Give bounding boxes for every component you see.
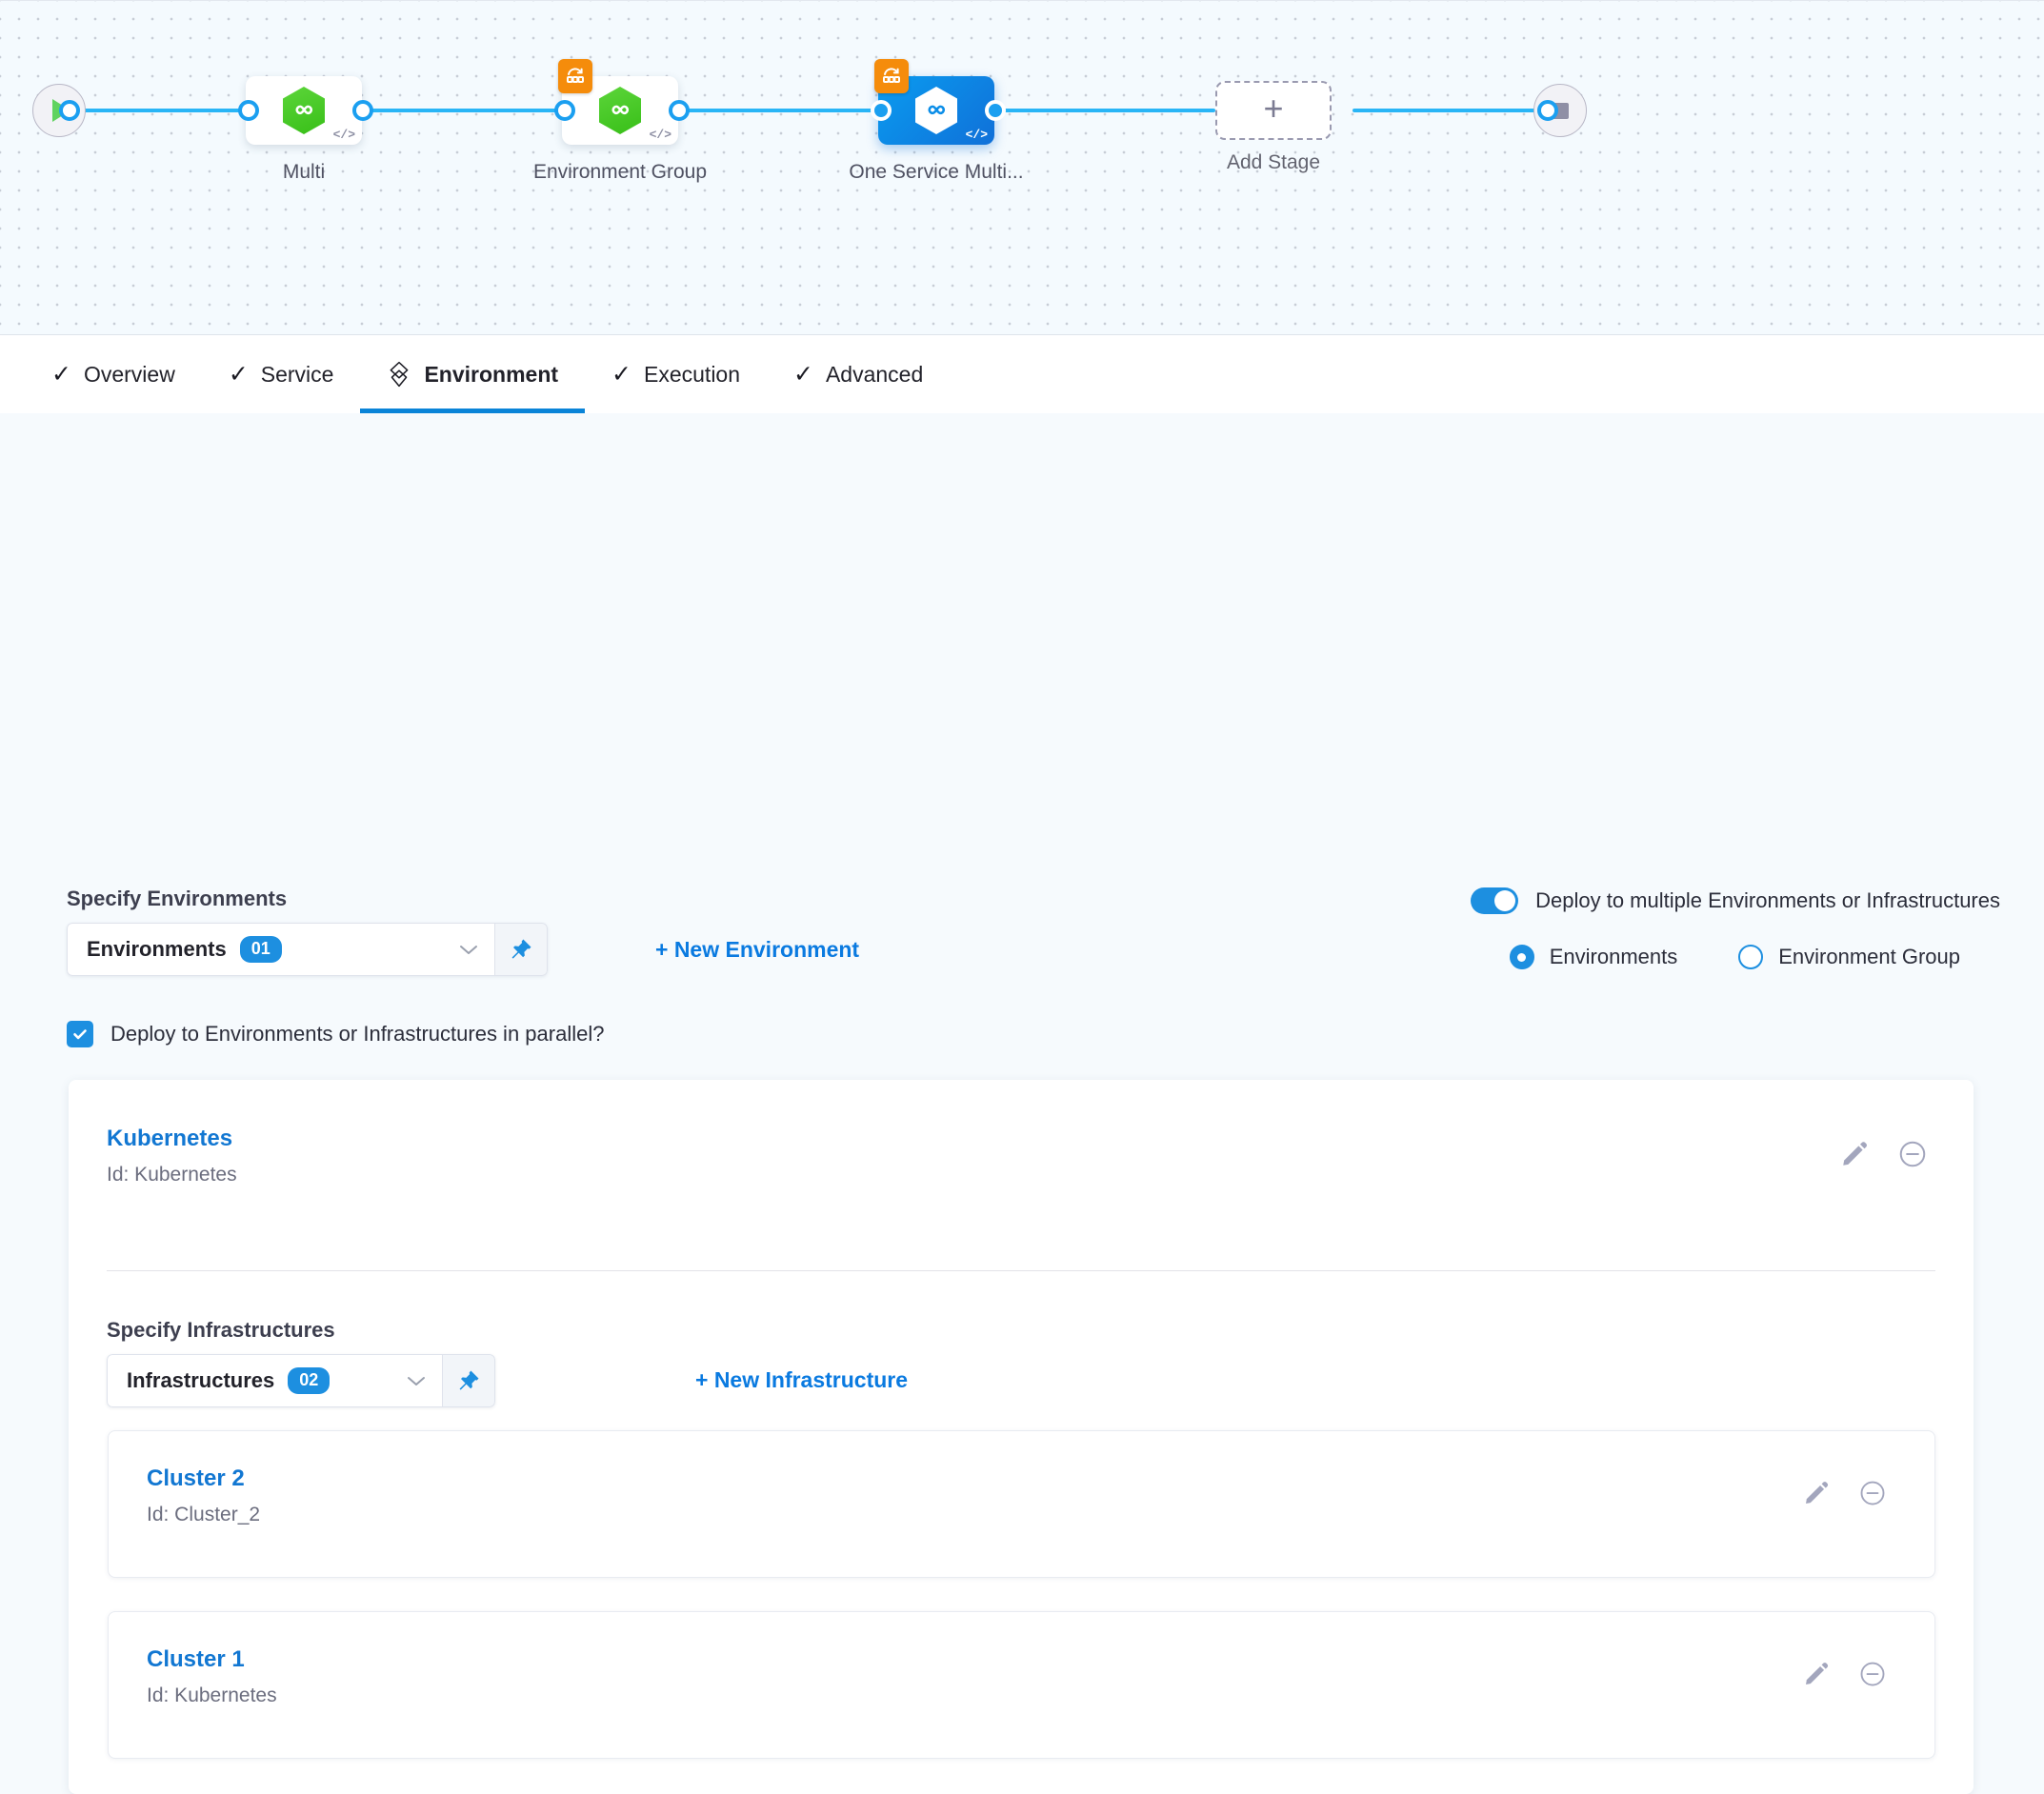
- port-start-out[interactable]: [59, 100, 80, 121]
- check-icon: ✓: [228, 360, 249, 388]
- connector-multi-to-envgroup: [362, 109, 573, 112]
- radio-label: Environments: [1549, 945, 1678, 968]
- add-stage-button[interactable]: +: [1215, 81, 1332, 140]
- radio-environment-group[interactable]: Environment Group: [1738, 945, 1960, 969]
- environments-select[interactable]: Environments 01: [67, 923, 548, 976]
- environment-id-text: Id: Kubernetes: [107, 1164, 237, 1186]
- deploy-multiple-toggle-row[interactable]: Deploy to multiple Environments or Infra…: [1471, 887, 2000, 914]
- port-envgroup-out[interactable]: [669, 100, 690, 121]
- harness-service-hex-icon: [915, 87, 957, 134]
- environments-count-badge: 01: [239, 936, 282, 963]
- environments-select-box[interactable]: Environments 01: [67, 923, 494, 976]
- add-stage-label: Add Stage: [1226, 151, 1321, 173]
- new-infrastructure-link[interactable]: + New Infrastructure: [695, 1367, 909, 1392]
- port-end-in[interactable]: [1537, 100, 1558, 121]
- deploy-multiple-toggle[interactable]: [1471, 887, 1519, 914]
- stage-label-environment-group: Environment Group: [532, 161, 708, 183]
- tab-label: Overview: [83, 361, 175, 387]
- infrastructures-select[interactable]: Infrastructures 02: [107, 1354, 495, 1407]
- check-icon: ✓: [51, 360, 71, 388]
- infrastructure-row-actions: [1803, 1479, 1887, 1507]
- infrastructure-id-text: Id: Cluster_2: [147, 1504, 261, 1525]
- environment-card-header: Kubernetes Id: Kubernetes: [69, 1080, 1974, 1186]
- parallel-deploy-checkbox-label: Deploy to Environments or Infrastructure…: [110, 1022, 605, 1046]
- infrastructure-card-cluster-1: Cluster 1 Id: Kubernetes: [108, 1611, 1935, 1759]
- matrix-looping-strategy-icon[interactable]: [558, 59, 592, 93]
- stage-code-icon[interactable]: </>: [332, 128, 355, 142]
- tab-label: Service: [260, 361, 334, 387]
- stage-node-multi[interactable]: </>: [246, 76, 362, 145]
- radio-label: Environment Group: [1778, 945, 1960, 968]
- harness-service-hex-icon: [599, 87, 641, 134]
- parallel-deploy-checkbox-row[interactable]: Deploy to Environments or Infrastructure…: [67, 1021, 604, 1047]
- stage-code-icon[interactable]: </>: [965, 128, 988, 142]
- tab-environment[interactable]: Environment: [360, 335, 585, 413]
- environment-card-divider: [107, 1270, 1935, 1271]
- stage-config-tabs: ✓ Overview ✓ Service Environment ✓ Execu…: [0, 335, 2044, 413]
- connector-start-to-multi: [69, 109, 259, 112]
- port-oneservice-out[interactable]: [985, 100, 1006, 121]
- chevron-down-icon[interactable]: [441, 943, 479, 956]
- harness-service-hex-icon: [283, 87, 325, 134]
- infrastructures-select-value: Infrastructures: [127, 1368, 275, 1392]
- chevron-down-icon[interactable]: [389, 1374, 427, 1387]
- tab-label: Environment: [424, 361, 559, 387]
- infrastructure-row-actions: [1803, 1660, 1887, 1688]
- new-environment-link[interactable]: + New Environment: [655, 937, 860, 962]
- environment-panel: Specify Environments Environments 01 + N…: [0, 413, 2044, 1794]
- environment-name-link[interactable]: Kubernetes: [107, 1126, 233, 1151]
- stage-node-environment-group[interactable]: </>: [558, 59, 678, 145]
- tab-label: Advanced: [825, 361, 924, 387]
- layers-icon: [387, 361, 411, 388]
- minus-circle-icon[interactable]: [1858, 1660, 1887, 1688]
- infrastructure-card-body: Cluster 1 Id: Kubernetes: [109, 1612, 1934, 1707]
- check-icon: ✓: [793, 360, 813, 388]
- environments-select-value: Environments: [87, 937, 227, 961]
- infrastructure-card-cluster-2: Cluster 2 Id: Cluster_2: [108, 1430, 1935, 1578]
- pipeline-canvas[interactable]: </> Multi </> Environment Group: [0, 0, 2044, 335]
- port-envgroup-in[interactable]: [554, 100, 575, 121]
- environment-type-radio-group: Environments Environment Group: [1509, 945, 1960, 969]
- specify-environments-label: Specify Environments: [67, 887, 288, 910]
- specify-infrastructures-label: Specify Infrastructures: [107, 1318, 335, 1342]
- tab-label: Execution: [644, 361, 741, 387]
- stage-code-icon[interactable]: </>: [649, 128, 671, 142]
- infrastructure-name-link[interactable]: Cluster 2: [147, 1465, 245, 1491]
- radio-environments[interactable]: Environments: [1509, 945, 1678, 969]
- minus-circle-icon[interactable]: [1897, 1139, 1928, 1169]
- pencil-icon[interactable]: [1840, 1140, 1869, 1168]
- port-oneservice-in[interactable]: [871, 100, 892, 121]
- pencil-icon[interactable]: [1803, 1661, 1830, 1687]
- checkbox-checked-icon[interactable]: [67, 1021, 93, 1047]
- environment-row-actions: [1840, 1139, 1928, 1169]
- infrastructures-pin-button[interactable]: [442, 1354, 495, 1407]
- infrastructures-count-badge: 02: [288, 1367, 331, 1394]
- stage-label-multi: Multi: [282, 161, 326, 183]
- connector-addstage-to-end: [1353, 109, 1553, 112]
- port-multi-out[interactable]: [352, 100, 373, 121]
- deploy-multiple-toggle-label: Deploy to multiple Environments or Infra…: [1535, 888, 2000, 912]
- tab-overview[interactable]: ✓ Overview: [25, 335, 202, 413]
- environments-pin-button[interactable]: [494, 923, 548, 976]
- toggle-knob: [1494, 890, 1516, 911]
- stage-label-one-service-multi: One Service Multi...: [849, 161, 1024, 183]
- connector-oneservice-to-addstage: [994, 109, 1215, 112]
- infrastructures-select-box[interactable]: Infrastructures 02: [107, 1354, 442, 1407]
- infrastructure-card-body: Cluster 2 Id: Cluster_2: [109, 1431, 1934, 1526]
- radio-dot-icon: [1509, 945, 1534, 969]
- infrastructure-name-link[interactable]: Cluster 1: [147, 1646, 245, 1672]
- port-multi-in[interactable]: [238, 100, 259, 121]
- radio-dot-icon: [1738, 945, 1764, 969]
- stage-node-one-service-multi[interactable]: </>: [874, 59, 994, 145]
- tab-execution[interactable]: ✓ Execution: [585, 335, 767, 413]
- plus-icon: +: [1263, 89, 1284, 128]
- check-icon: ✓: [611, 360, 631, 388]
- connector-envgroup-to-oneservice: [678, 109, 890, 112]
- tab-service[interactable]: ✓ Service: [202, 335, 361, 413]
- tab-advanced[interactable]: ✓ Advanced: [767, 335, 950, 413]
- matrix-looping-strategy-icon[interactable]: [874, 59, 909, 93]
- infrastructure-id-text: Id: Kubernetes: [147, 1684, 277, 1706]
- pencil-icon[interactable]: [1803, 1480, 1830, 1506]
- minus-circle-icon[interactable]: [1858, 1479, 1887, 1507]
